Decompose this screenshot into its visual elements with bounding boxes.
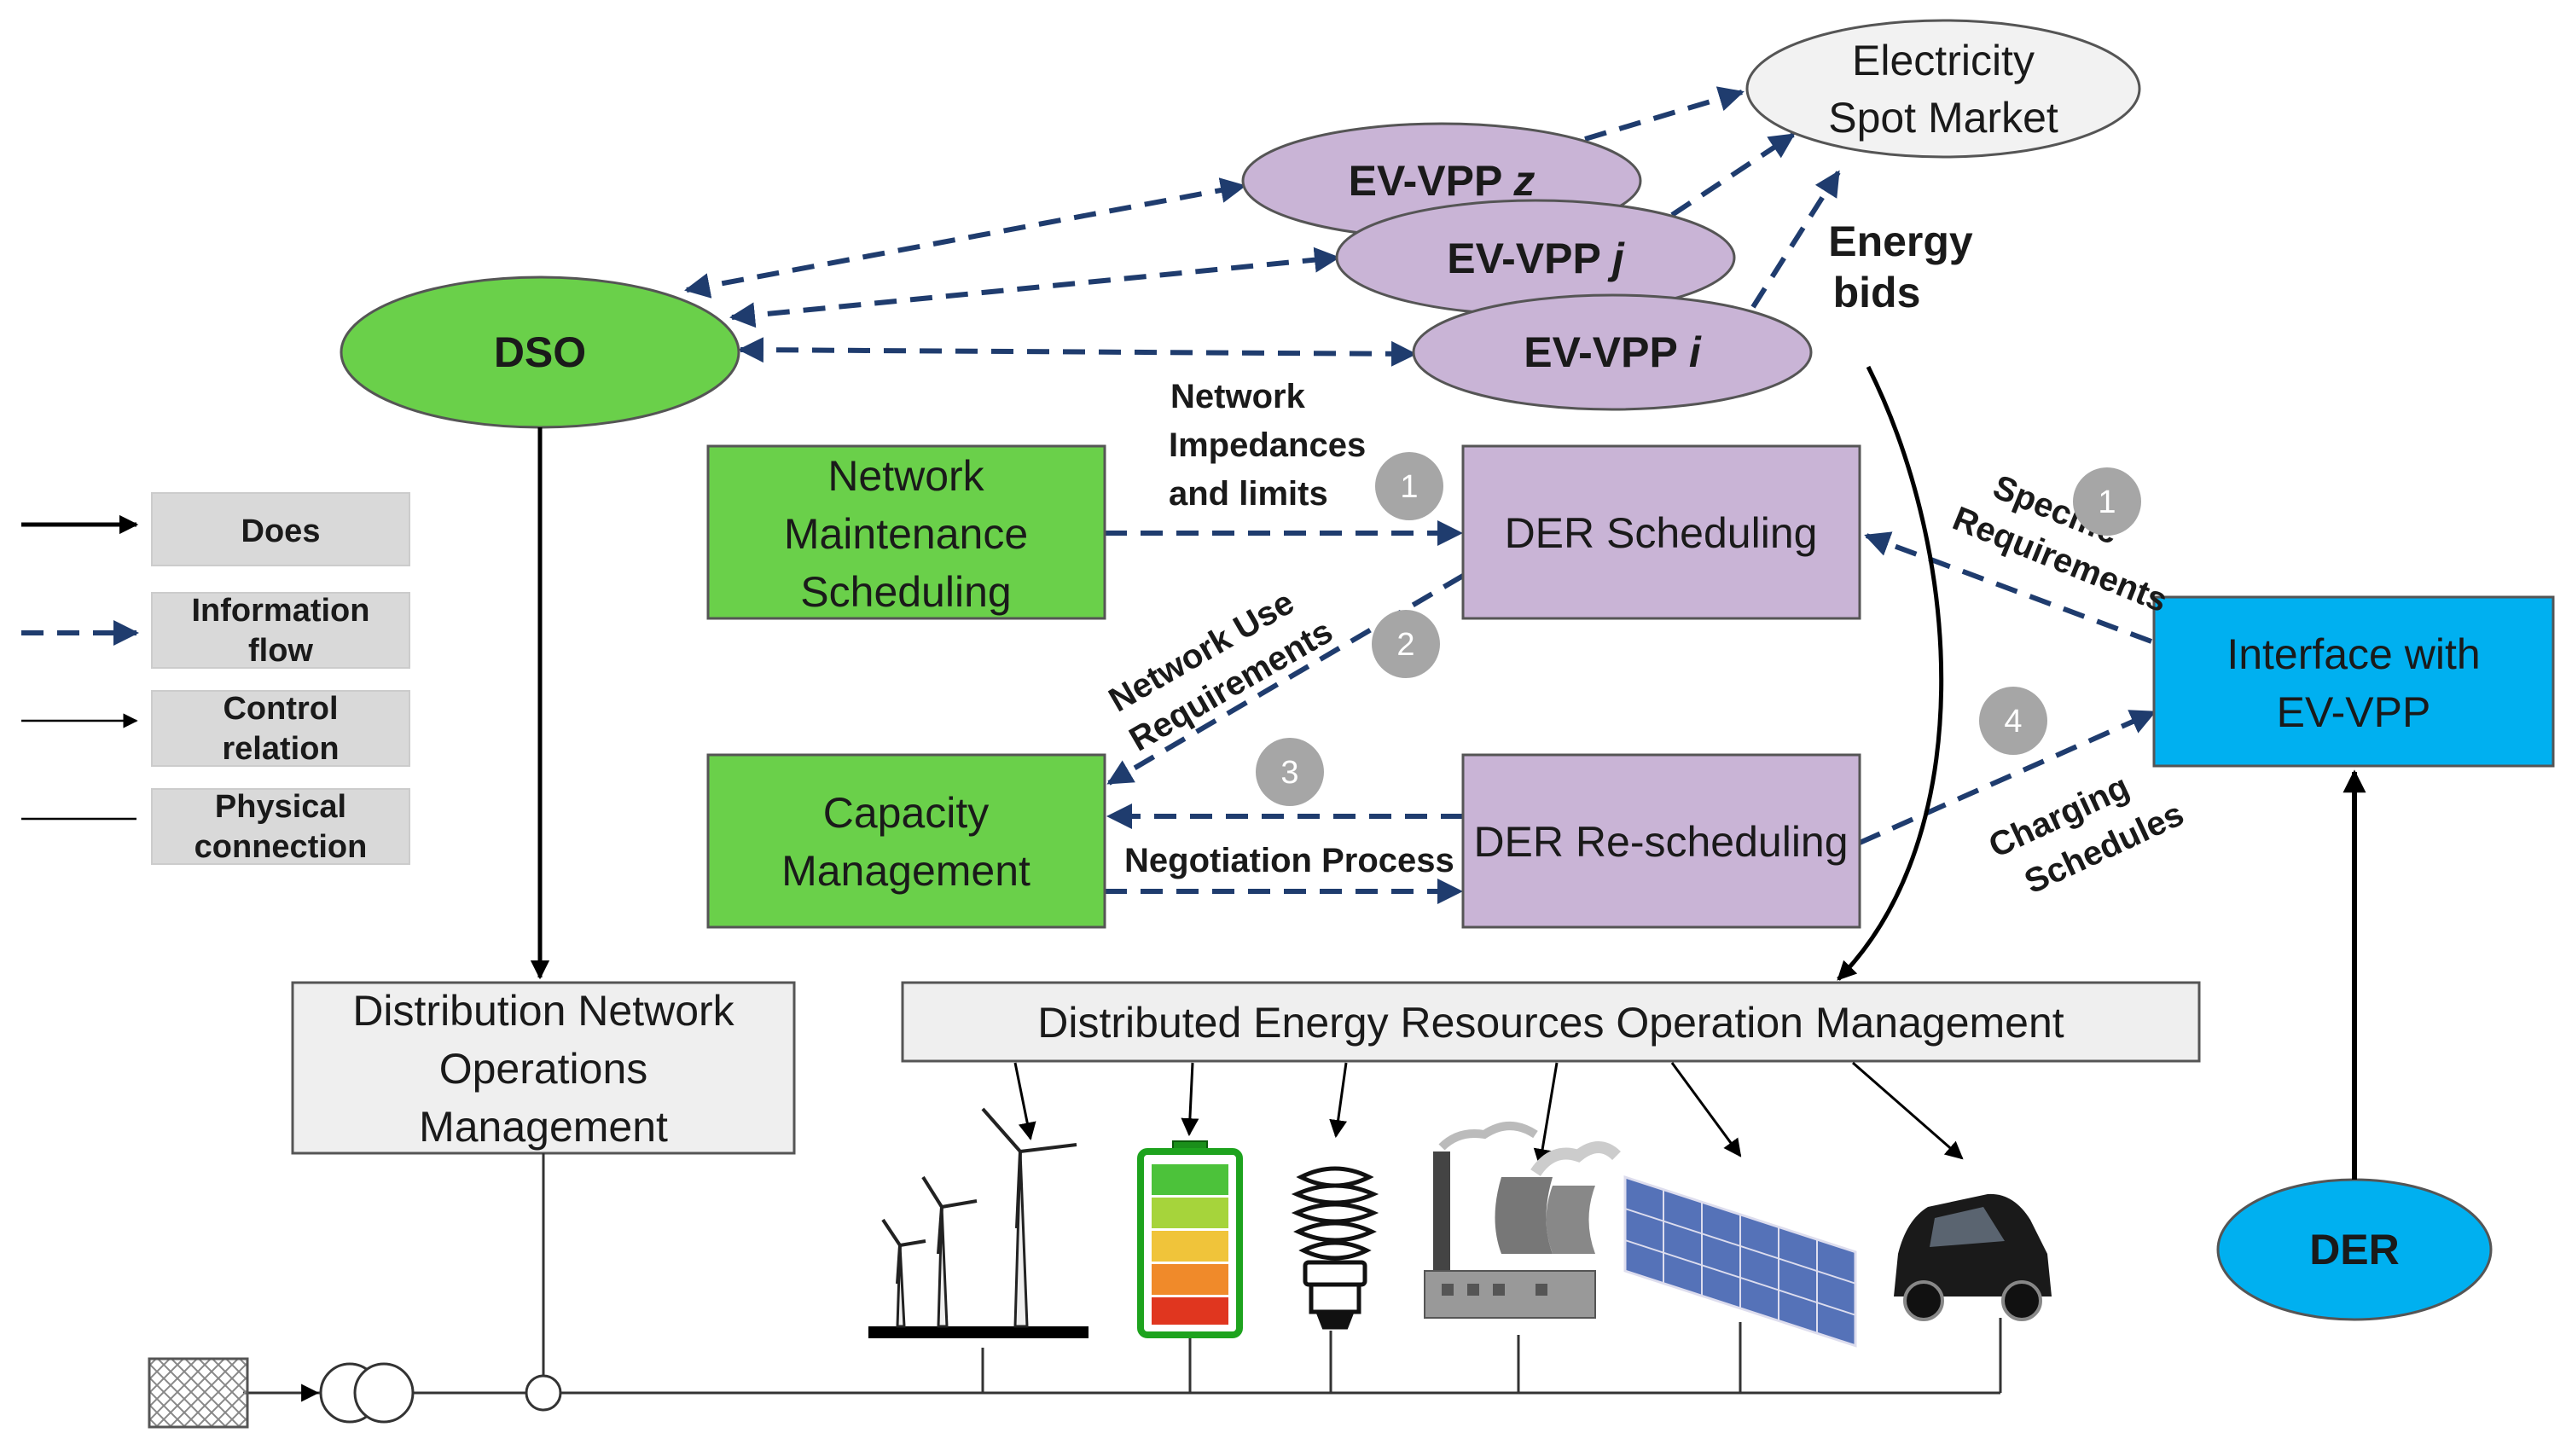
dso-label: DSO	[494, 328, 586, 376]
vpp-j-suffix: j	[1607, 235, 1625, 282]
market-label-line2: Spot Market	[1828, 94, 2058, 142]
electric-car-icon	[1894, 1193, 2052, 1321]
solar-panel-icon	[1623, 1175, 1857, 1348]
ev-vpp-j-node: EV-VPP j	[1335, 199, 1736, 316]
nms-line1: Network	[827, 452, 984, 500]
net-imp-line3: and limits	[1169, 475, 1328, 513]
capacity-line2: Management	[781, 847, 1030, 895]
legend-physical-line2: connection	[194, 829, 368, 865]
net-imp-line2: Impedances	[1169, 426, 1366, 464]
der-scheduling-label: DER Scheduling	[1505, 509, 1818, 557]
legend-control-line1: Control	[223, 691, 338, 727]
der-rescheduling-label: DER Re-scheduling	[1473, 818, 1848, 866]
ev-vpp-i-node: EV-VPP i	[1412, 293, 1813, 411]
vpp-j-label: EV-VPP	[1447, 235, 1600, 282]
net-imp-line1: Network	[1170, 378, 1306, 415]
power-plant-icon	[1424, 1122, 1621, 1319]
legend-does: Does	[241, 513, 321, 549]
svg-text:EV-VPP z: EV-VPP z	[1349, 157, 1536, 205]
dnom-line1: Distribution Network	[352, 987, 734, 1035]
vpp-i-suffix: i	[1689, 328, 1702, 376]
dso-vppj-arrow	[729, 247, 1340, 328]
vpp-i-label: EV-VPP	[1524, 328, 1677, 376]
step-2: 2	[1396, 627, 1414, 663]
svg-text:EV-VPP j: EV-VPP j	[1447, 235, 1625, 282]
derom-label: Distributed Energy Resources Operation M…	[1037, 999, 2064, 1047]
battery-icon	[1137, 1140, 1243, 1338]
der-scheduling-box: DER Scheduling	[1461, 444, 1861, 620]
dnom-line3: Management	[419, 1103, 668, 1151]
step-3: 3	[1280, 755, 1298, 791]
vpp-z-label: EV-VPP	[1349, 157, 1502, 205]
interface-ev-vpp-box: Interface with EV-VPP	[2152, 595, 2555, 768]
distribution-network-operations-box: Distribution Network Operations Manageme…	[291, 981, 796, 1155]
legend-info-line1: Information	[192, 593, 370, 629]
legend-control-line2: relation	[222, 731, 339, 767]
control-arrows	[1013, 1061, 1964, 1168]
interface-line2: EV-VPP	[2277, 688, 2431, 736]
step-4: 4	[2004, 704, 2022, 740]
energy-bids-line2: bids	[1833, 269, 1921, 316]
vppj-to-market-arrow	[1670, 132, 1796, 218]
energy-bids-line1: Energy	[1828, 218, 1973, 265]
svg-text:EV-VPP i: EV-VPP i	[1524, 328, 1702, 376]
dnom-line2: Operations	[439, 1045, 648, 1093]
vpp-z-suffix: z	[1512, 157, 1535, 205]
does-arrows	[530, 365, 2366, 1180]
energy-bids-to-derom-arrow	[1837, 365, 1944, 981]
market-label-line1: Electricity	[1852, 37, 2035, 84]
legend-info-line2: flow	[248, 633, 313, 669]
interface-to-der-scheduling-arrow	[1864, 531, 2153, 644]
step-1b: 1	[2098, 484, 2116, 520]
der-rescheduling-to-interface-arrow	[1858, 710, 2157, 845]
capacity-management-box: Capacity Management	[706, 753, 1106, 929]
network-maintenance-scheduling-box: Network Maintenance Scheduling	[706, 444, 1106, 620]
der-operation-management-box: Distributed Energy Resources Operation M…	[901, 981, 2201, 1063]
information-flow-arrows	[684, 86, 2157, 904]
nms-line3: Scheduling	[800, 568, 1011, 616]
cfl-bulb-icon	[1291, 1166, 1379, 1330]
negotiation-label: Negotiation Process	[1124, 842, 1454, 879]
legend: Does Information flow Control relation P…	[21, 492, 410, 865]
market-node: Electricity Spot Market	[1745, 19, 2141, 159]
grid-source-icon	[148, 1357, 249, 1429]
step-markers: 1 1 2 3 4	[1256, 452, 2141, 806]
nms-line2: Maintenance	[784, 510, 1028, 558]
dso-node: DSO	[340, 276, 740, 429]
capacity-line1: Capacity	[823, 789, 990, 837]
dso-vppi-arrow	[738, 337, 1417, 367]
der-rescheduling-box: DER Re-scheduling	[1461, 753, 1861, 929]
step-1a: 1	[1400, 469, 1418, 505]
interface-line1: Interface with	[2226, 630, 2480, 678]
vppi-to-market-arrow	[1750, 170, 1841, 309]
der-scheduling-to-capacity-arrow	[1106, 573, 1465, 786]
bus-node-icon	[525, 1374, 562, 1412]
der-node: DER	[2216, 1178, 2493, 1321]
vppz-to-market-arrow	[1584, 86, 1745, 142]
legend-physical-line1: Physical	[215, 789, 346, 825]
wind-turbines-icon	[868, 1107, 1089, 1338]
dso-vppz-arrow	[684, 177, 1246, 299]
transformer-icon	[319, 1362, 415, 1424]
der-label: DER	[2309, 1226, 2400, 1273]
